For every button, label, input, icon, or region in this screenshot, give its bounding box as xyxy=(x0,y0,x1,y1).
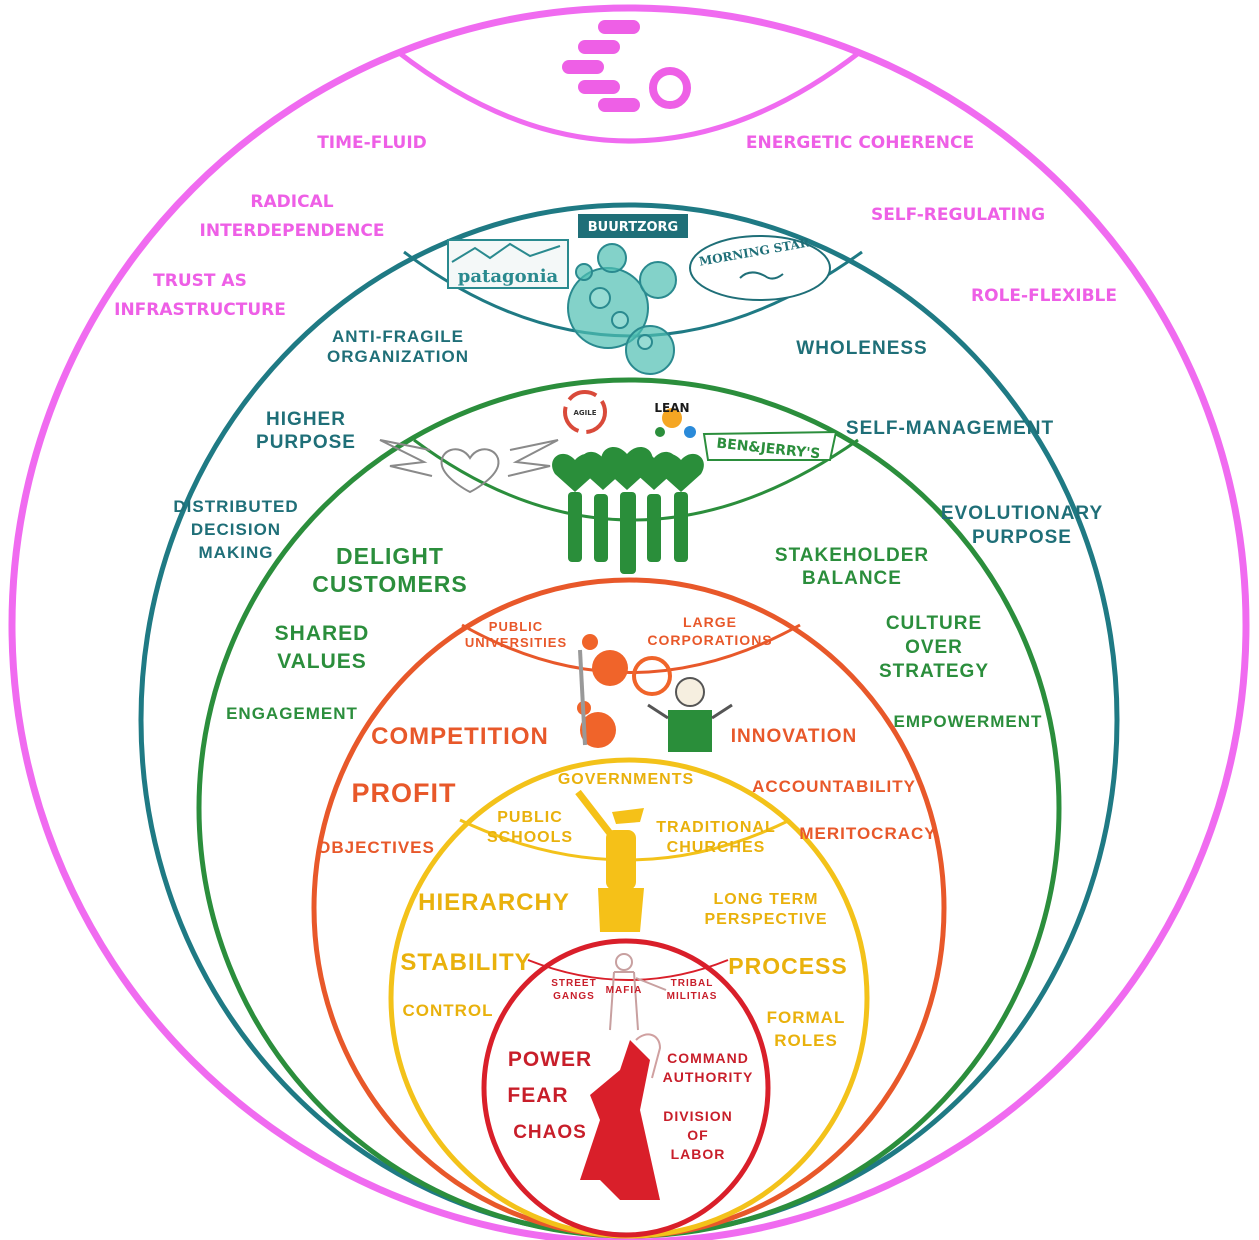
label-street-2: GANGS xyxy=(553,991,595,1002)
logo-mark-icon xyxy=(562,20,691,112)
label-process: PROCESS xyxy=(728,953,847,979)
label-radical-1: RADICAL xyxy=(250,192,333,212)
orange-cap-arc xyxy=(461,623,801,674)
green-labels: DELIGHT CUSTOMERS SHARED VALUES ENGAGEME… xyxy=(226,543,1043,731)
label-stakeholder-2: BALANCE xyxy=(802,568,902,589)
red-ring xyxy=(481,938,771,1238)
red-labels: STREET GANGS MAFIA TRIBAL MILITIAS POWER… xyxy=(507,978,754,1162)
amber-labels: GOVERNMENTS PUBLIC SCHOOLS TRADITIONAL C… xyxy=(400,771,847,1050)
label-competition: COMPETITION xyxy=(371,723,549,750)
label-energetic-coherence: ENERGETIC COHERENCE xyxy=(746,133,974,153)
label-profit: PROFIT xyxy=(352,778,457,808)
agile-cycle-icon: AGILE xyxy=(563,390,607,434)
label-culture-1: CULTURE xyxy=(886,613,982,634)
label-control: CONTROL xyxy=(402,1001,493,1020)
morning-star-logo: MORNING STAR xyxy=(689,235,831,301)
gears-icon xyxy=(577,634,672,748)
businessman-icon xyxy=(647,677,733,752)
label-innovation: INNOVATION xyxy=(731,726,857,747)
hearts-people-icon xyxy=(552,446,704,574)
label-division-1: DIVISION xyxy=(663,1108,732,1124)
mafia-figure-icon xyxy=(609,953,667,1031)
label-self-regulating: SELF-REGULATING xyxy=(871,205,1045,225)
label-command-1: COMMAND xyxy=(667,1050,749,1066)
label-culture-3: STRATEGY xyxy=(879,661,989,682)
svg-text:patagonia: patagonia xyxy=(458,266,559,287)
outer-pink-ring xyxy=(8,4,1250,1240)
ben-jerrys-logo: BEN&JERRY'S xyxy=(702,430,838,462)
outer-cap-arc xyxy=(396,50,862,144)
label-radical-2: INTERDEPENDENCE xyxy=(200,221,385,241)
teal-labels: ANTI-FRAGILE ORGANIZATION HIGHER PURPOSE… xyxy=(173,327,1103,562)
label-time-fluid: TIME-FLUID xyxy=(317,133,427,153)
svg-text:BUURTZORG: BUURTZORG xyxy=(588,220,678,235)
label-trust-1: TRUST AS xyxy=(153,271,247,291)
label-higher-1: HIGHER xyxy=(266,409,346,430)
label-hierarchy: HIERARCHY xyxy=(418,889,570,916)
label-churches-1: TRADITIONAL xyxy=(656,819,775,836)
label-division-2: OF xyxy=(687,1127,708,1143)
label-distributed-2: DECISION xyxy=(191,520,281,539)
label-governments: GOVERNMENTS xyxy=(558,771,694,788)
label-objectives: OBJECTIVES xyxy=(317,838,435,857)
label-formal-1: FORMAL xyxy=(767,1008,846,1027)
label-street-1: STREET xyxy=(551,978,596,989)
label-accountability: ACCOUNTABILITY xyxy=(752,777,916,796)
label-long-term-1: LONG TERM xyxy=(714,891,819,908)
label-engagement: ENGAGEMENT xyxy=(226,704,358,723)
label-evolutionary-1: EVOLUTIONARY xyxy=(941,503,1103,524)
label-antifragile-2: ORGANIZATION xyxy=(327,347,469,366)
label-role-flexible: ROLE-FLEXIBLE xyxy=(971,286,1117,306)
wolf-icon xyxy=(580,1033,662,1200)
label-distributed-3: MAKING xyxy=(199,543,274,562)
label-shared-2: VALUES xyxy=(277,650,367,673)
svg-text:LEAN: LEAN xyxy=(654,401,689,415)
lean-cycle-icon: LEAN xyxy=(654,401,696,438)
label-meritocracy: MERITOCRACY xyxy=(799,824,936,843)
label-antifragile-1: ANTI-FRAGILE xyxy=(332,327,464,346)
label-formal-2: ROLES xyxy=(774,1031,838,1050)
label-public-schools-2: SCHOOLS xyxy=(487,829,573,846)
buurtzorg-logo: BUURTZORG xyxy=(578,214,688,238)
orange-labels: PUBLIC UNIVERSITIES LARGE CORPORATIONS C… xyxy=(317,614,936,857)
label-command-2: AUTHORITY xyxy=(663,1069,754,1085)
label-evolutionary-2: PURPOSE xyxy=(972,527,1072,548)
label-trust-2: INFRASTRUCTURE xyxy=(114,300,286,320)
label-distributed-1: DISTRIBUTED xyxy=(173,497,298,516)
label-public-schools-1: PUBLIC xyxy=(497,809,563,826)
label-large-corp-1: LARGE xyxy=(683,614,737,630)
bubbles-icon xyxy=(567,243,677,375)
label-wholeness: WHOLENESS xyxy=(796,338,927,359)
label-empowerment: EMPOWERMENT xyxy=(894,712,1043,731)
soldier-icon xyxy=(575,789,644,932)
label-public-univ-2: UNIVERSITIES xyxy=(465,635,567,650)
patagonia-logo: patagonia xyxy=(447,239,569,289)
outer-labels: TIME-FLUID RADICAL INTERDEPENDENCE TRUST… xyxy=(114,133,1117,320)
label-delight-2: CUSTOMERS xyxy=(312,571,468,597)
label-stakeholder-1: STAKEHOLDER xyxy=(775,545,929,566)
label-power: POWER xyxy=(508,1048,592,1071)
label-self-management: SELF-MANAGEMENT xyxy=(846,418,1054,439)
label-division-3: LABOR xyxy=(671,1146,726,1162)
label-public-univ-1: PUBLIC xyxy=(489,619,543,634)
label-fear: FEAR xyxy=(507,1084,568,1107)
label-shared-1: SHARED xyxy=(275,622,370,645)
red-cap-arc xyxy=(527,959,729,981)
label-churches-2: CHURCHES xyxy=(667,839,766,856)
label-higher-2: PURPOSE xyxy=(256,432,356,453)
label-culture-2: OVER xyxy=(905,637,963,658)
label-chaos: CHAOS xyxy=(513,1122,587,1143)
label-long-term-2: PERSPECTIVE xyxy=(704,911,827,928)
label-tribal-1: TRIBAL xyxy=(671,978,714,989)
winged-heart-icon xyxy=(379,439,559,494)
label-stability: STABILITY xyxy=(400,949,531,976)
label-large-corp-2: CORPORATIONS xyxy=(647,632,772,648)
label-mafia: MAFIA xyxy=(606,985,643,996)
svg-text:AGILE: AGILE xyxy=(573,409,596,417)
label-delight-1: DELIGHT xyxy=(336,543,444,569)
label-tribal-2: MILITIAS xyxy=(667,991,718,1002)
